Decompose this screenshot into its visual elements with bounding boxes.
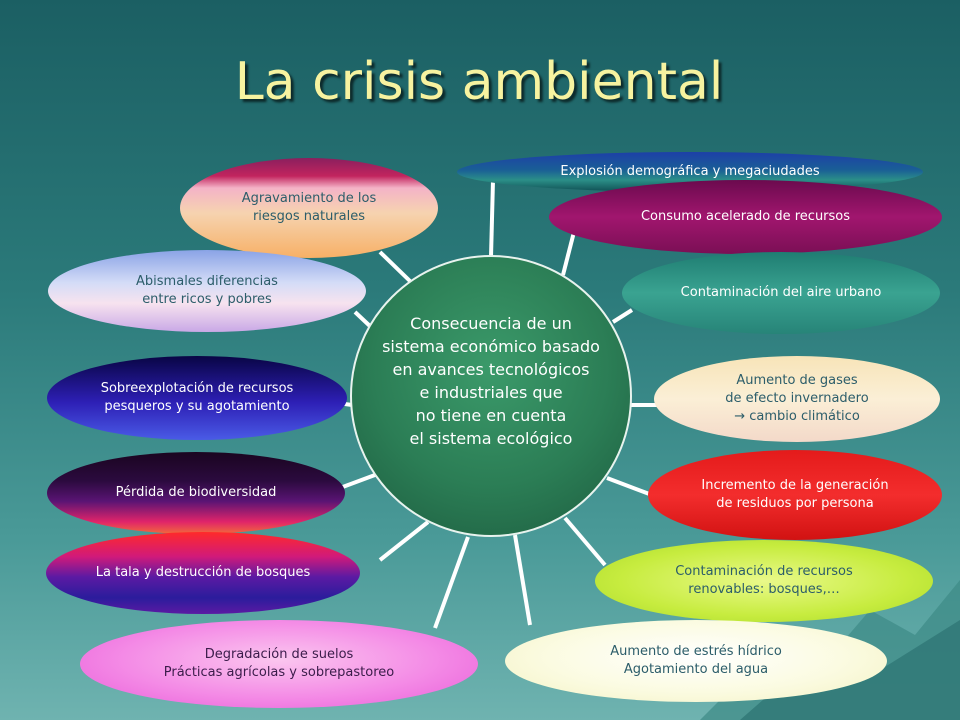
connector-tala (378, 520, 430, 562)
bubble-text: entre ricos y pobres (142, 292, 272, 307)
bubble-diferencias: Abismales diferencias entre ricos y pobr… (48, 250, 366, 332)
bubble-text: Aumento de gases (736, 373, 858, 388)
bubble-text: Contaminación del aire urbano (680, 285, 882, 300)
slide-title: La crisis ambiental (234, 52, 724, 112)
bubble-text: Degradación de suelos (204, 647, 354, 662)
connector-residuos (606, 476, 653, 497)
bubble-text: Agravamiento de los (241, 191, 377, 206)
bubble-text: Aumento de estrés hídrico (610, 644, 782, 659)
bubble-text: riesgos naturales (252, 209, 366, 224)
bubble-suelos: Degradación de suelos Prácticas agrícola… (80, 620, 478, 708)
bubble-hidrico: Aumento de estrés hídrico Agotamiento de… (505, 620, 887, 702)
bubble-text: Agotamiento del agua (623, 662, 769, 677)
bubble-text: Prácticas agrícolas y sobrepastoreo (163, 665, 395, 680)
bubble-text: Explosión demográfica y megaciudades (560, 164, 820, 179)
center-line: e industriales que (419, 383, 563, 402)
bubble-sobreexplotacion: Sobreexplotación de recursos pesqueros y… (47, 356, 347, 440)
connector-consumo (561, 227, 577, 276)
bubble-text: renovables: bosques,… (688, 582, 840, 597)
connector-hidrico (513, 534, 532, 626)
bubble-renovables: Contaminación de recursos renovables: bo… (595, 540, 933, 622)
bubble-text: Incremento de la generación (701, 478, 889, 493)
bubble-text: pesqueros y su agotamiento (104, 399, 290, 414)
center-line: sistema económico basado (382, 337, 600, 356)
bubble-riesgos: Agravamiento de los riesgos naturales (180, 158, 438, 258)
bubble-text: La tala y destrucción de bosques (95, 565, 311, 580)
bubble-text: Sobreexplotación de recursos (100, 381, 294, 396)
bubble-text: de residuos por persona (716, 496, 874, 511)
center-line: no tiene en cuenta (415, 406, 567, 425)
bubble-gases: Aumento de gases de efecto invernadero →… (654, 356, 940, 442)
center-circle: Consecuencia de un sistema económico bas… (350, 255, 632, 537)
slide-title-wrap: La crisis ambiental (0, 52, 960, 112)
bubble-text: → cambio climático (734, 409, 860, 424)
connector-explosion (489, 179, 495, 258)
bubble-consumo: Consumo acelerado de recursos (549, 180, 942, 254)
bubble-text: Abismales diferencias (136, 274, 278, 289)
bubble-aire: Contaminación del aire urbano (622, 252, 940, 334)
bubble-residuos: Incremento de la generación de residuos … (648, 450, 942, 540)
bubble-text: Consumo acelerado de recursos (640, 209, 851, 224)
center-text: Consecuencia de un sistema económico bas… (366, 312, 616, 450)
bubble-text: de efecto invernadero (725, 391, 869, 406)
center-line: Consecuencia de un (410, 314, 572, 333)
bubble-text: Pérdida de biodiversidad (115, 485, 277, 500)
center-line: el sistema ecológico (409, 429, 573, 448)
bubble-biodiversidad: Pérdida de biodiversidad (47, 452, 345, 534)
connector-aire (611, 308, 634, 324)
center-line: en avances tecnológicos (392, 360, 590, 379)
bubble-text: Contaminación de recursos (675, 564, 853, 579)
bubble-tala: La tala y destrucción de bosques (46, 532, 360, 614)
connector-renovables (563, 516, 607, 567)
connector-suelos (433, 536, 470, 629)
connector-riesgos (378, 250, 414, 285)
